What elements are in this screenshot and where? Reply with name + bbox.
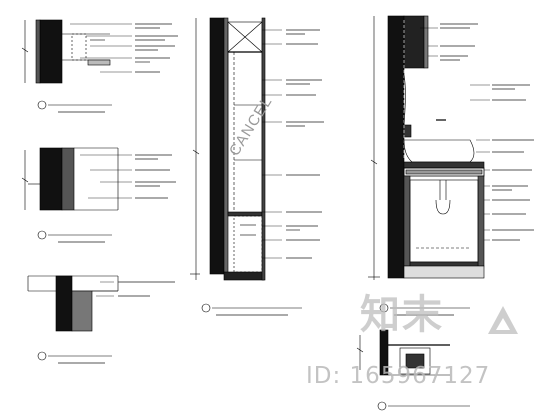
tall-cabinet-leaders — [262, 29, 282, 259]
detail-1-wall-section — [21, 19, 111, 84]
tall-cabinet-section — [190, 17, 266, 281]
detail-1-leaders — [70, 23, 132, 73]
detail-2-leaders — [80, 154, 132, 199]
detail-1-notes — [135, 23, 178, 73]
detail-3-leaders — [96, 281, 114, 297]
watermark-brand: 知末 — [360, 292, 444, 338]
vanity-title-mark — [379, 303, 470, 316]
tall-cabinet-notes — [286, 29, 324, 259]
detail-2-title-mark — [37, 230, 112, 243]
watermark-id: ID: 165967127 — [306, 363, 491, 389]
detail-3-wall-section — [27, 275, 119, 332]
detail-3-notes — [118, 281, 175, 297]
tall-cabinet-title-mark — [201, 303, 302, 316]
detail-2-wall-section — [21, 147, 119, 211]
detail-1-title-mark — [37, 100, 112, 113]
vanity-leaders — [420, 27, 490, 241]
detail-2-notes — [135, 154, 176, 199]
base-detail — [356, 329, 470, 411]
detail-3-title-mark — [37, 351, 112, 364]
vanity-notes — [440, 23, 534, 241]
watermark-logo-icon — [488, 306, 518, 334]
vanity-section — [368, 15, 485, 280]
